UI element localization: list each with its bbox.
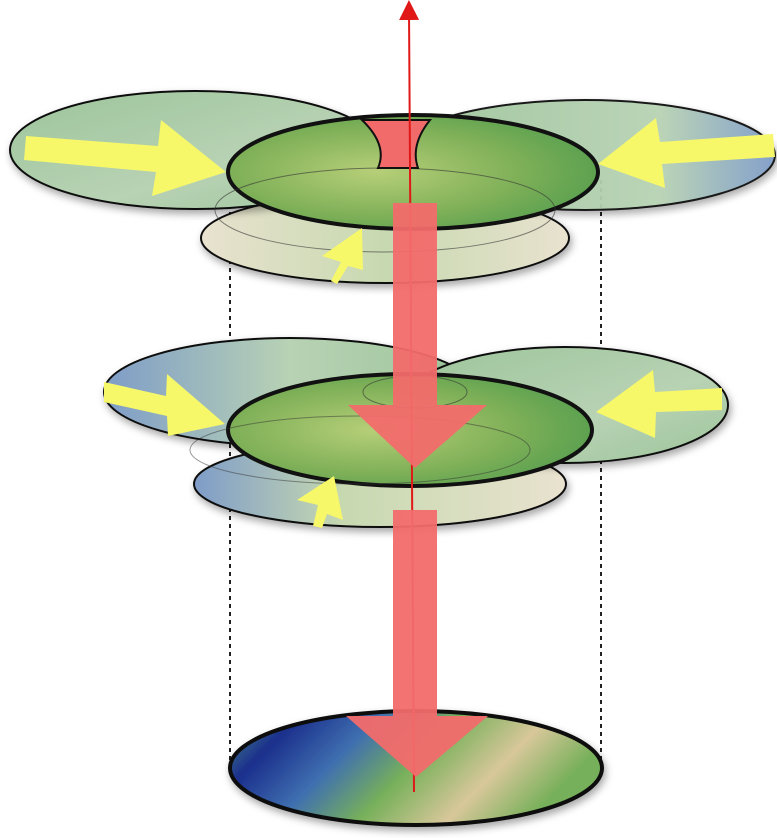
red-down-arrow-icon: [346, 510, 488, 777]
yellow-arrow-icon: [598, 118, 775, 188]
yellow-arrow-icon: [596, 370, 722, 438]
level-1-inflow-arrows: [24, 118, 775, 284]
level-1-group: [9, 90, 776, 284]
yellow-arrow-icon: [297, 476, 343, 528]
level-2-inflow-arrows: [104, 370, 722, 528]
yellow-arrow-icon: [322, 228, 363, 284]
yellow-arrow-icon: [24, 120, 226, 196]
yellow-arrow-icon: [104, 374, 225, 436]
level-1-flow-notch: [359, 119, 433, 169]
red-down-arrow-icon: [348, 203, 487, 468]
